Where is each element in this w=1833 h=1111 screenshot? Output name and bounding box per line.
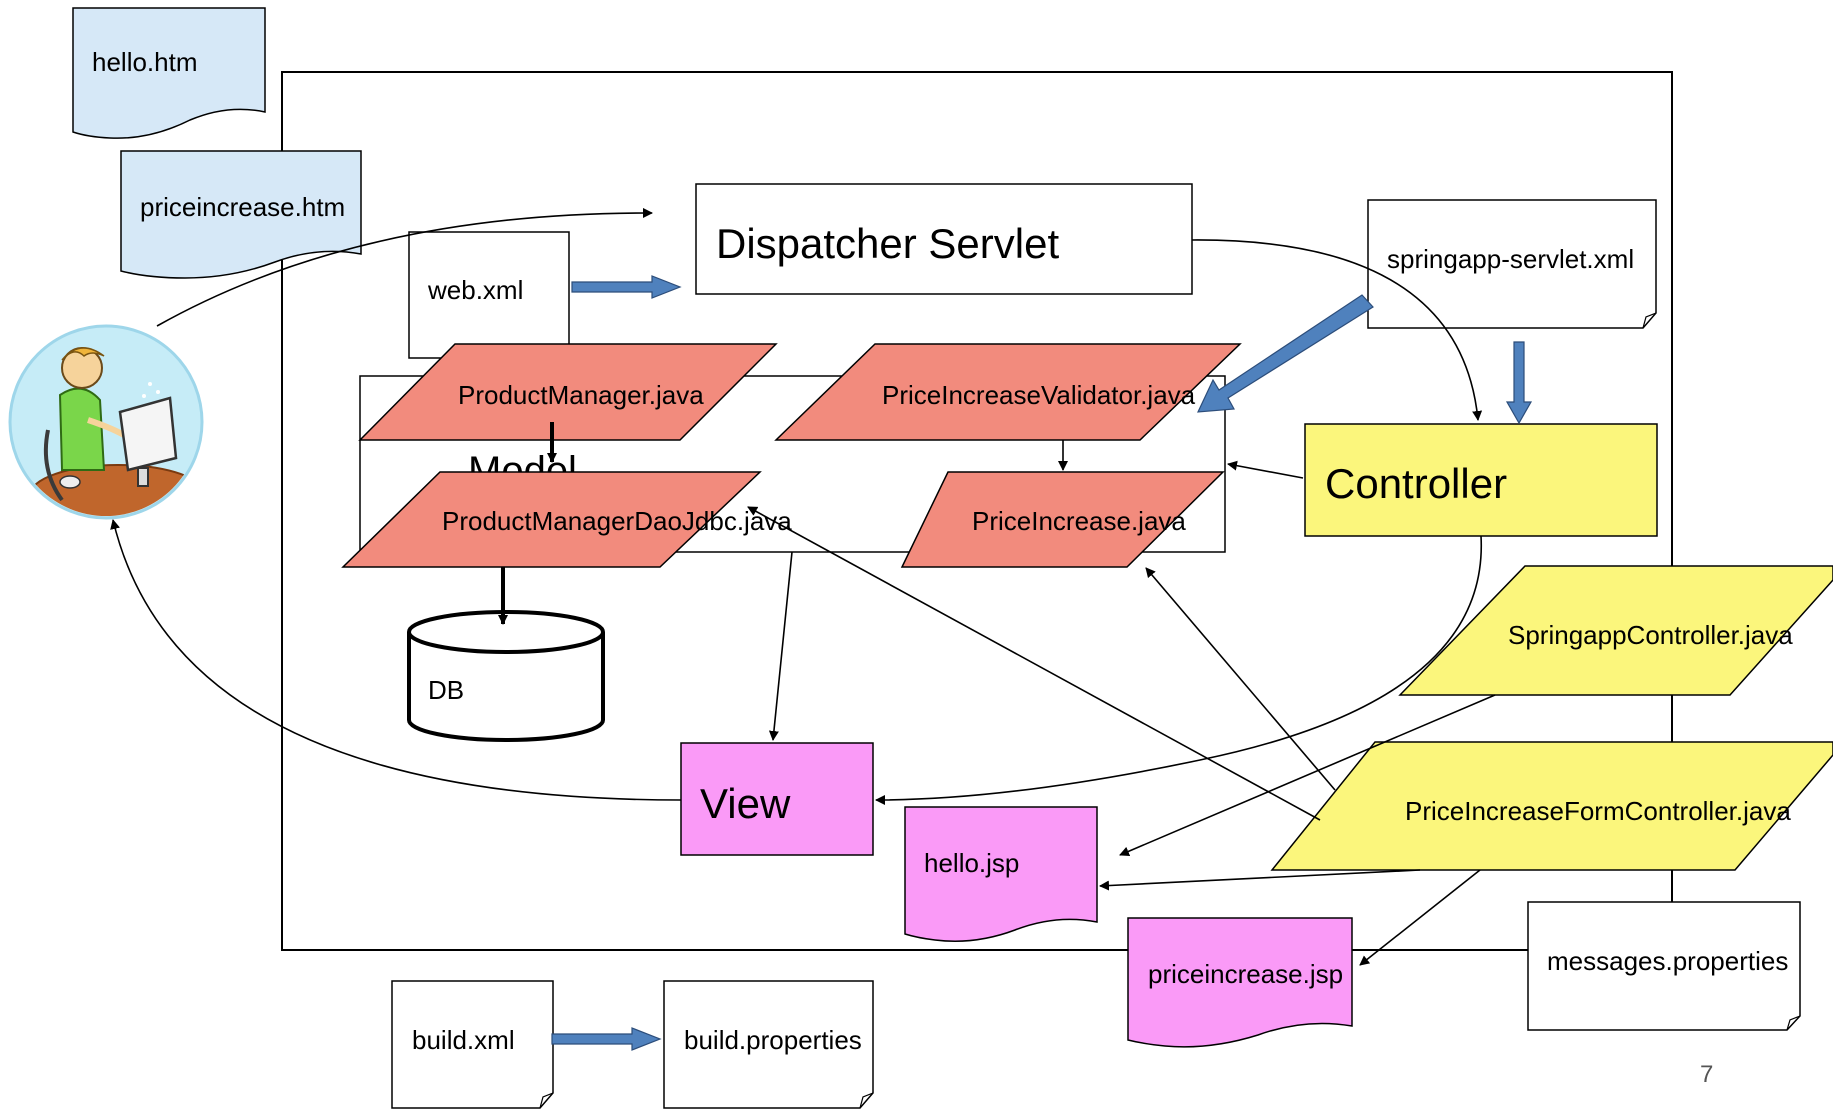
arrow-springapp-controller-to-hello-jsp [1119,694,1496,857]
block-arrow-web-xml [571,275,682,299]
arrow-form-controller-to-priceincrease-jsp [1359,869,1481,966]
arrow-controller-to-view [875,535,1482,805]
block-arrow-build-xml [551,1027,662,1051]
springapp-controller-java: SpringappController.java [1398,565,1833,696]
product-manager-java: ProductManager.java [358,343,778,441]
messages-properties-label: messages.properties [1547,946,1788,976]
price-increase-form-controller-label: PriceIncreaseFormController.java [1405,796,1791,826]
arrow-controller-to-model [1227,460,1304,479]
build-xml-label: build.xml [412,1025,515,1055]
product-manager-label: ProductManager.java [458,380,704,410]
messages-properties-document: messages.properties [1527,901,1801,1031]
view-box: View [680,742,874,856]
db-cylinder: DB [407,610,605,742]
user-at-computer-icon [8,324,204,520]
model-frame [359,375,1226,553]
springapp-servlet-xml-label: springapp-servlet.xml [1387,244,1634,274]
hello-htm-document: hello.htm [72,7,266,139]
priceincrease-jsp-label: priceincrease.jsp [1148,959,1343,989]
block-arrow-springapp-to-controller [1505,341,1533,425]
hello-jsp-label: hello.jsp [924,848,1019,878]
springapp-controller-label: SpringappController.java [1508,620,1793,650]
dispatcher-servlet-label: Dispatcher Servlet [716,220,1059,267]
build-properties-document: build.properties [663,980,874,1109]
arrow-model-to-view [768,551,793,741]
web-xml-label: web.xml [427,275,523,305]
block-arrow-springapp-to-validator [1197,294,1374,413]
price-increase-validator-label: PriceIncreaseValidator.java [882,380,1196,410]
arrow-form-controller-to-dao [747,506,1321,821]
price-increase-label: PriceIncrease.java [972,506,1186,536]
priceincrease-htm-label: priceincrease.htm [140,192,345,222]
web-xml-document: web.xml [408,231,570,359]
price-increase-java: PriceIncrease.java [900,471,1225,568]
page-number: 7 [1700,1061,1713,1088]
arrow-form-controller-to-hello-jsp [1099,869,1421,891]
hello-htm-label: hello.htm [92,47,198,77]
arrow-dispatcher-to-controller [1191,239,1483,421]
build-properties-label: build.properties [684,1025,862,1055]
db-label: DB [428,675,464,705]
dispatcher-servlet-box: Dispatcher Servlet [695,183,1193,295]
arrow-user-to-dispatcher [156,207,653,327]
product-manager-dao-jdbc-java: ProductManagerDaoJdbc.java [341,471,792,568]
price-increase-validator-java: PriceIncreaseValidator.java [774,343,1242,441]
price-increase-form-controller-java: PriceIncreaseFormController.java [1270,741,1833,871]
controller-box: Controller [1304,423,1658,537]
arrow-form-controller-to-priceincrease-java [1145,567,1336,791]
springapp-servlet-xml-document: springapp-servlet.xml [1367,199,1657,329]
view-label: View [700,780,791,827]
webapp-frame [281,71,1673,951]
controller-label: Controller [1325,460,1507,507]
priceincrease-jsp-document: priceincrease.jsp [1127,917,1353,1048]
hello-jsp-document: hello.jsp [904,806,1098,942]
arrow-view-to-user [110,519,682,801]
build-xml-document: build.xml [391,980,554,1109]
product-manager-dao-label: ProductManagerDaoJdbc.java [442,506,792,536]
priceincrease-htm-document: priceincrease.htm [120,150,362,279]
